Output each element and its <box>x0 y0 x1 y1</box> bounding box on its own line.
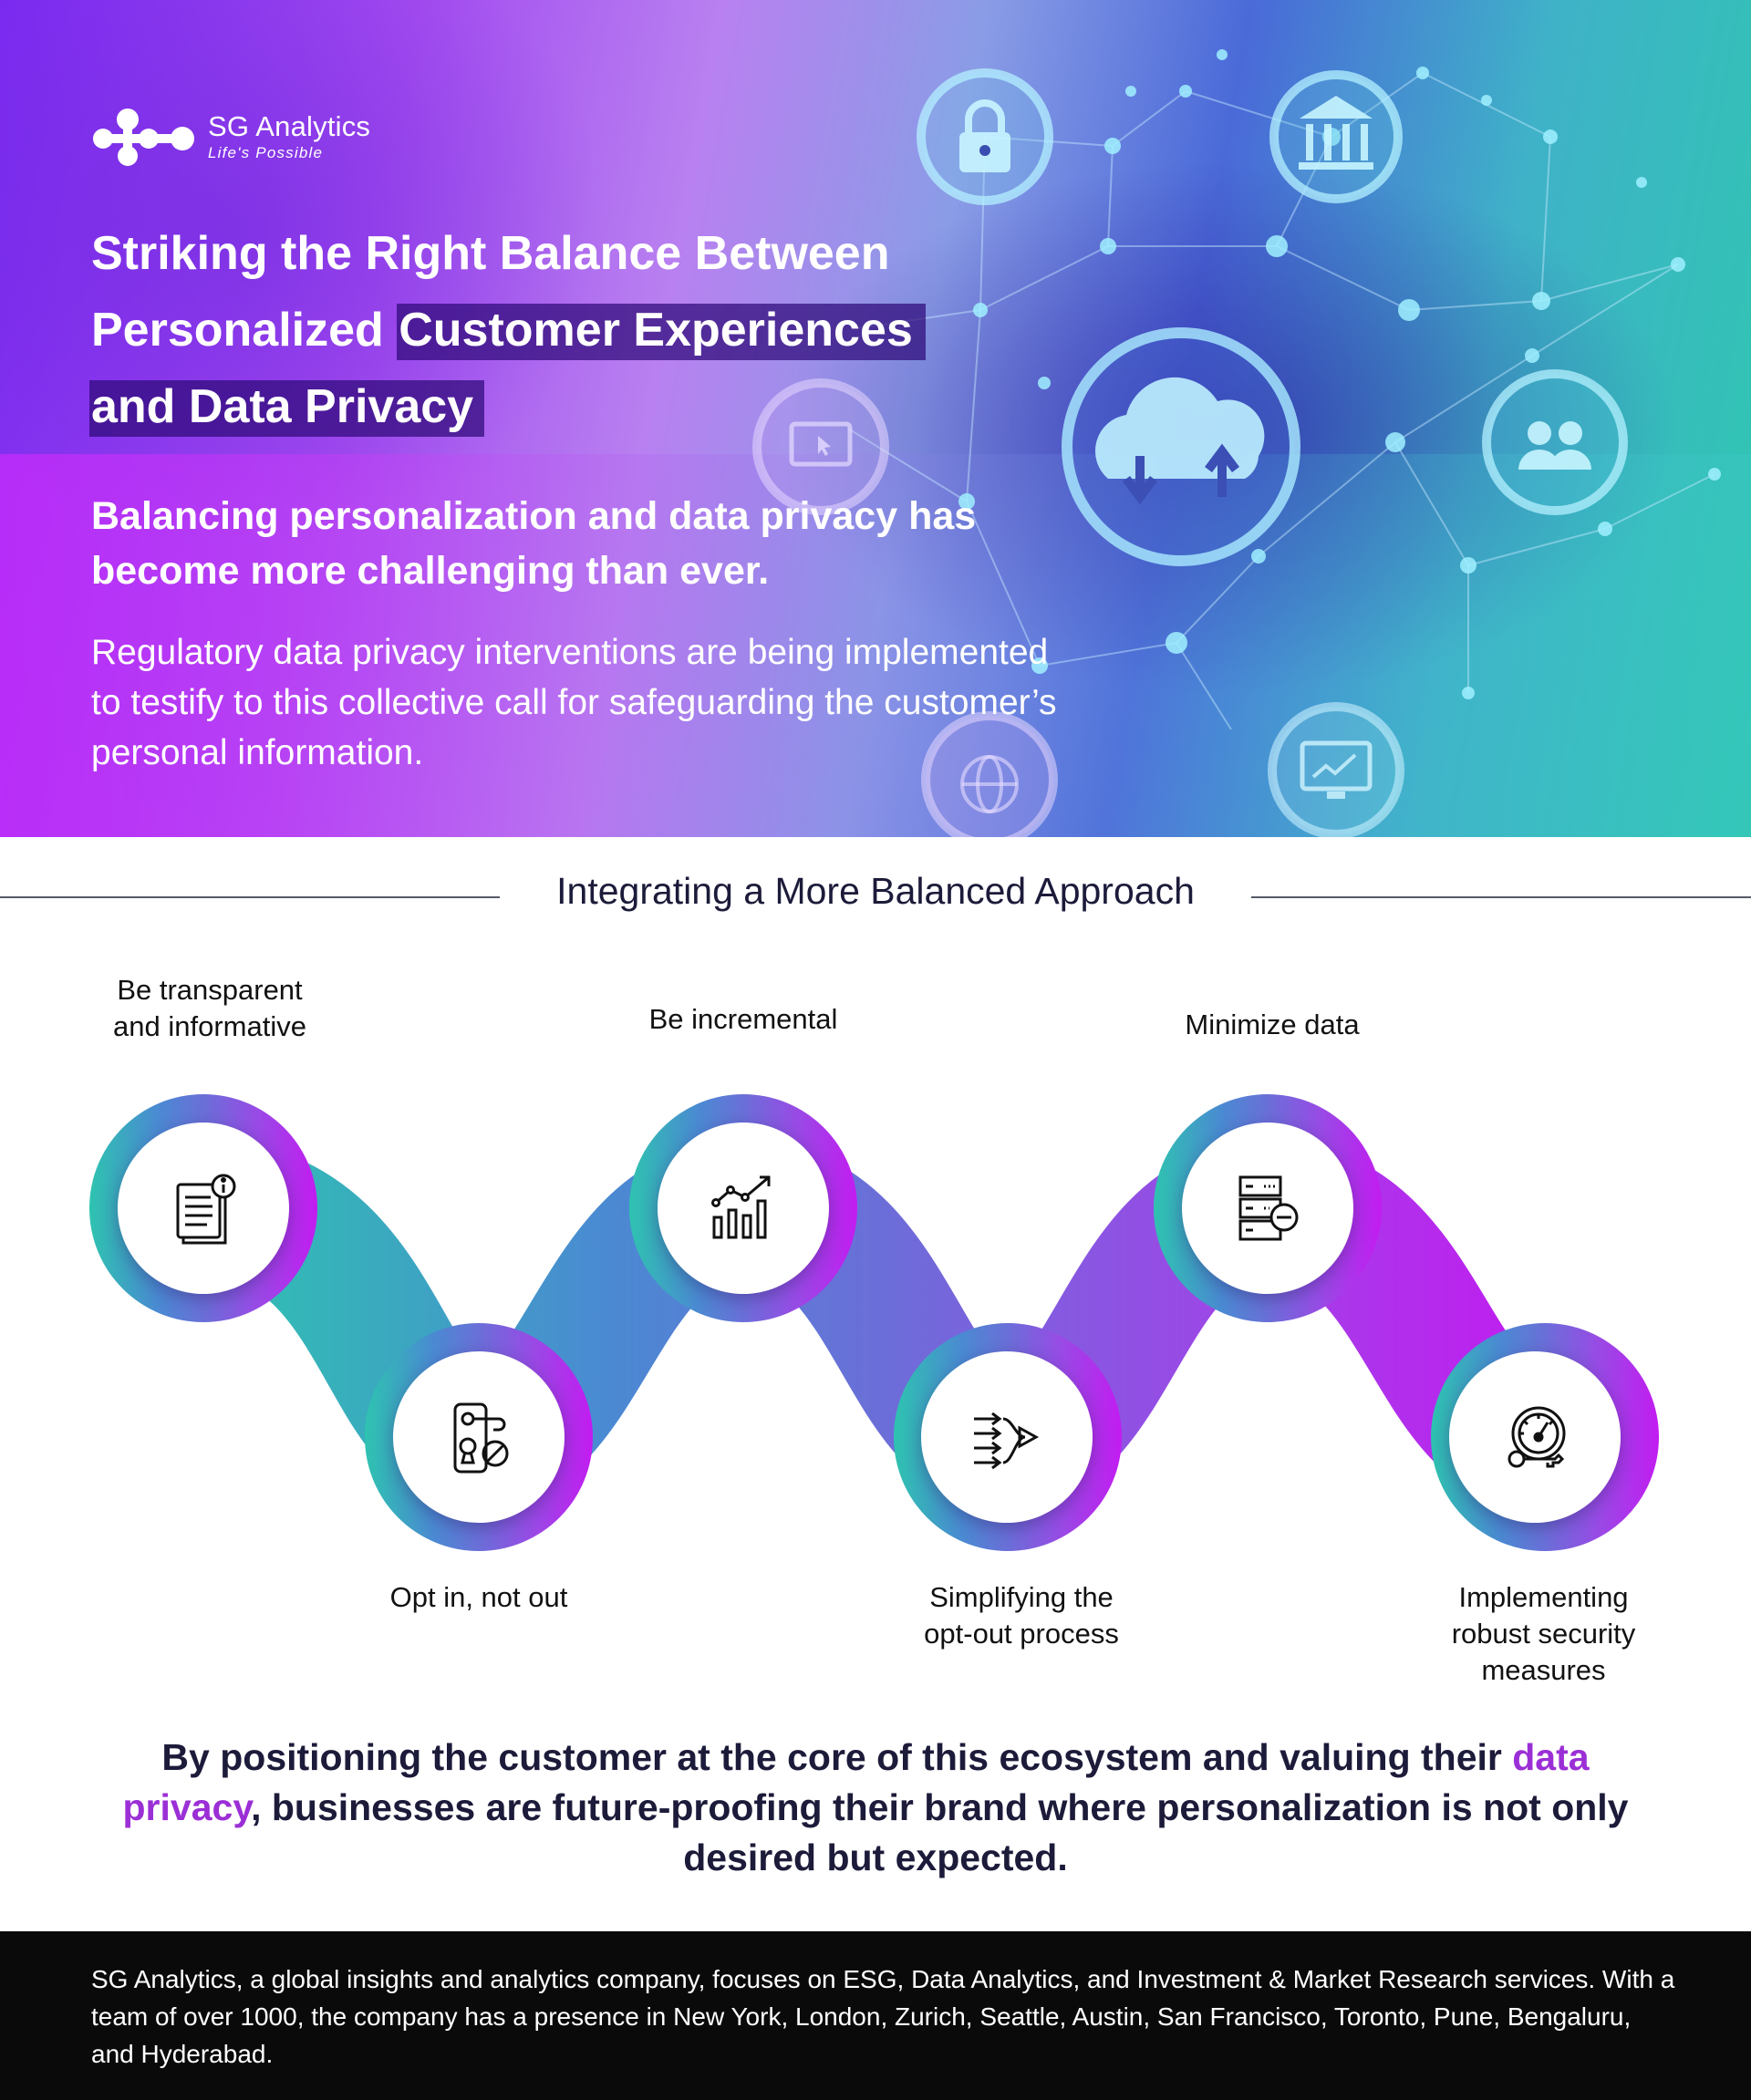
cloud-transfer-icon <box>1062 327 1300 566</box>
section-heading: Integrating a More Balanced Approach <box>0 866 1751 921</box>
step-circle-opt-in <box>393 1351 565 1523</box>
people-icon <box>1482 369 1628 515</box>
step-label-opt-in: Opt in, not out <box>389 1581 568 1613</box>
approach-flow: Be transparent and informative Opt in, n… <box>0 948 1751 1714</box>
step-label-transparent: Be transparent and informative <box>113 974 306 1042</box>
step-circle-simplify <box>921 1351 1093 1523</box>
title-line-2-plain: Personalized <box>91 304 398 357</box>
step-circle-minimize <box>1182 1122 1353 1294</box>
merge-arrows-icon <box>974 1412 1040 1470</box>
step-circle-security <box>1449 1351 1621 1523</box>
bank-icon <box>1269 70 1403 203</box>
monitor-cursor-icon <box>752 378 889 515</box>
footer: SG Analytics, a global insights and anal… <box>0 1931 1751 2100</box>
brand-tagline: Life's Possible <box>208 144 324 161</box>
title-line-2-highlight: Customer Experiences <box>397 304 926 360</box>
document-info-icon <box>176 1174 236 1245</box>
title-line-1: Striking the Right Balance Between <box>91 227 890 280</box>
hero-body: Regulatory data privacy interventions ar… <box>91 633 1057 772</box>
step-circle-transparent <box>118 1122 289 1294</box>
step-label-security: Implementing robust security measures <box>1451 1581 1636 1686</box>
lock-icon <box>917 68 1053 205</box>
page-title: Striking the Right Balance Between Perso… <box>89 215 926 445</box>
brand-logo: SG Analytics Life's Possible <box>91 106 370 168</box>
divider-left <box>0 896 500 898</box>
analytics-monitor-icon <box>1268 702 1404 837</box>
hero-banner: SG Analytics Life's Possible Striking th… <box>0 0 1751 837</box>
security-gauge-key-icon <box>1508 1406 1566 1468</box>
step-label-simplify: Simplifying the opt-out process <box>924 1581 1119 1650</box>
footer-text: SG Analytics, a global insights and anal… <box>91 1965 1675 2068</box>
step-circle-incremental <box>658 1122 829 1294</box>
growth-chart-icon <box>711 1175 771 1239</box>
hero-lead: Balancing personalization and data priva… <box>91 494 977 593</box>
divider-right <box>1251 896 1751 898</box>
step-label-minimize: Minimize data <box>1185 1009 1360 1040</box>
closing-statement: By positioning the customer at the core … <box>122 1736 1629 1878</box>
network-graphic <box>752 49 1721 837</box>
closing-accent: data privacy <box>122 1736 1590 1828</box>
brand-name: SG Analytics <box>208 110 371 142</box>
section-title: Integrating a More Balanced Approach <box>556 870 1195 912</box>
step-label-incremental: Be incremental <box>648 1003 838 1035</box>
title-line-3: and Data Privacy <box>89 380 485 437</box>
door-lock-blocked-icon <box>453 1402 509 1474</box>
server-minus-icon <box>1238 1175 1299 1241</box>
logo-mark-icon <box>93 109 194 166</box>
globe-icon <box>921 711 1058 837</box>
